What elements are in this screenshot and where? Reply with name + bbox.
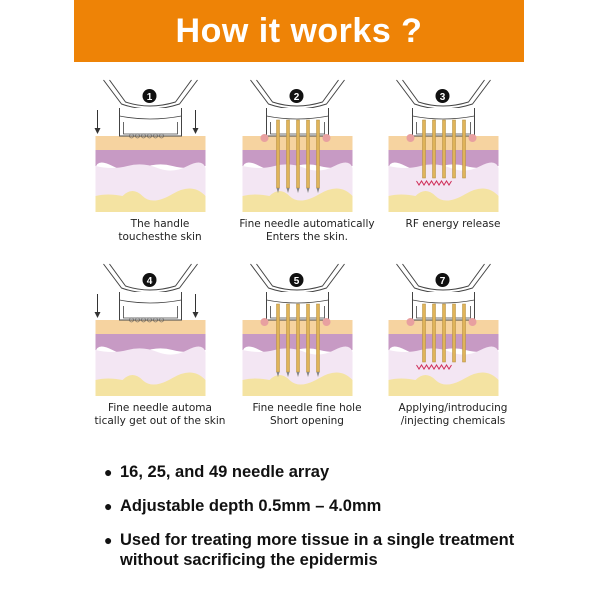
svg-text:5: 5 <box>294 276 300 287</box>
svg-text:1: 1 <box>147 92 153 103</box>
feature-item: ● 16, 25, and 49 needle array <box>104 462 544 482</box>
step-caption: Fine needle fine hole Short opening <box>232 402 382 428</box>
caption-line-1: Applying/introducing <box>398 402 508 414</box>
caption-line-1: Fine needle automa <box>108 402 212 414</box>
step-caption: Applying/introducing /injecting chemical… <box>378 402 528 428</box>
svg-text:7: 7 <box>440 276 446 287</box>
caption-line-1: Fine needle fine hole <box>252 402 362 414</box>
caption-line-2: Enters the skin. <box>265 231 349 243</box>
svg-text:4: 4 <box>147 276 153 287</box>
step-panel-3: 3 RF energy release <box>378 78 528 258</box>
caption-line-1: The handle <box>130 218 190 230</box>
step-caption: The handle touchesthe skin <box>85 218 235 244</box>
header-banner: How it works ? <box>74 0 524 62</box>
step-panel-4: 4 Fine needle automa tically get out of … <box>85 262 235 442</box>
caption-line-2: Short opening <box>270 415 344 427</box>
step-panel-1: 1 The handle touchesthe skin <box>85 78 235 258</box>
page-title: How it works ? <box>175 11 423 50</box>
svg-text:2: 2 <box>294 92 300 103</box>
step-caption: Fine needle automa tically get out of th… <box>85 402 235 428</box>
step-caption: RF energy release <box>378 218 528 231</box>
device-illustration: 5 <box>242 263 353 396</box>
device-illustration: 2 <box>242 79 353 212</box>
device-illustration: 7 <box>388 263 499 396</box>
device-illustration: 3 <box>388 79 499 212</box>
step-panel-5: 5 Fine needle fine hole Short opening <box>232 262 382 442</box>
feature-text: Used for treating more tissue in a singl… <box>120 531 515 569</box>
bullet-icon: ● <box>104 532 113 548</box>
step-panel-6: 7 Applying/introducing /injecting chemic… <box>378 262 528 442</box>
caption-line-1: Fine needle automatically <box>239 218 375 230</box>
caption-line-2: tically get out of the skin <box>94 415 226 427</box>
bullet-icon: ● <box>104 498 113 514</box>
feature-text: 16, 25, and 49 needle array <box>120 463 330 481</box>
svg-text:3: 3 <box>440 92 446 103</box>
caption-line-1: RF energy release <box>405 218 501 230</box>
feature-item: ● Used for treating more tissue in a sin… <box>104 530 544 570</box>
step-panel-2: 2 Fine needle automatically Enters the s… <box>232 78 382 258</box>
feature-text: Adjustable depth 0.5mm – 4.0mm <box>120 497 382 515</box>
caption-line-2: /injecting chemicals <box>400 415 506 427</box>
step-caption: Fine needle automatically Enters the ski… <box>232 218 382 244</box>
feature-item: ● Adjustable depth 0.5mm – 4.0mm <box>104 496 544 516</box>
feature-list: ● 16, 25, and 49 needle array ● Adjustab… <box>104 462 544 584</box>
device-illustration: 1 <box>94 79 206 212</box>
bullet-icon: ● <box>104 464 113 480</box>
device-illustration: 4 <box>94 263 206 396</box>
caption-line-2: touchesthe skin <box>118 231 202 243</box>
